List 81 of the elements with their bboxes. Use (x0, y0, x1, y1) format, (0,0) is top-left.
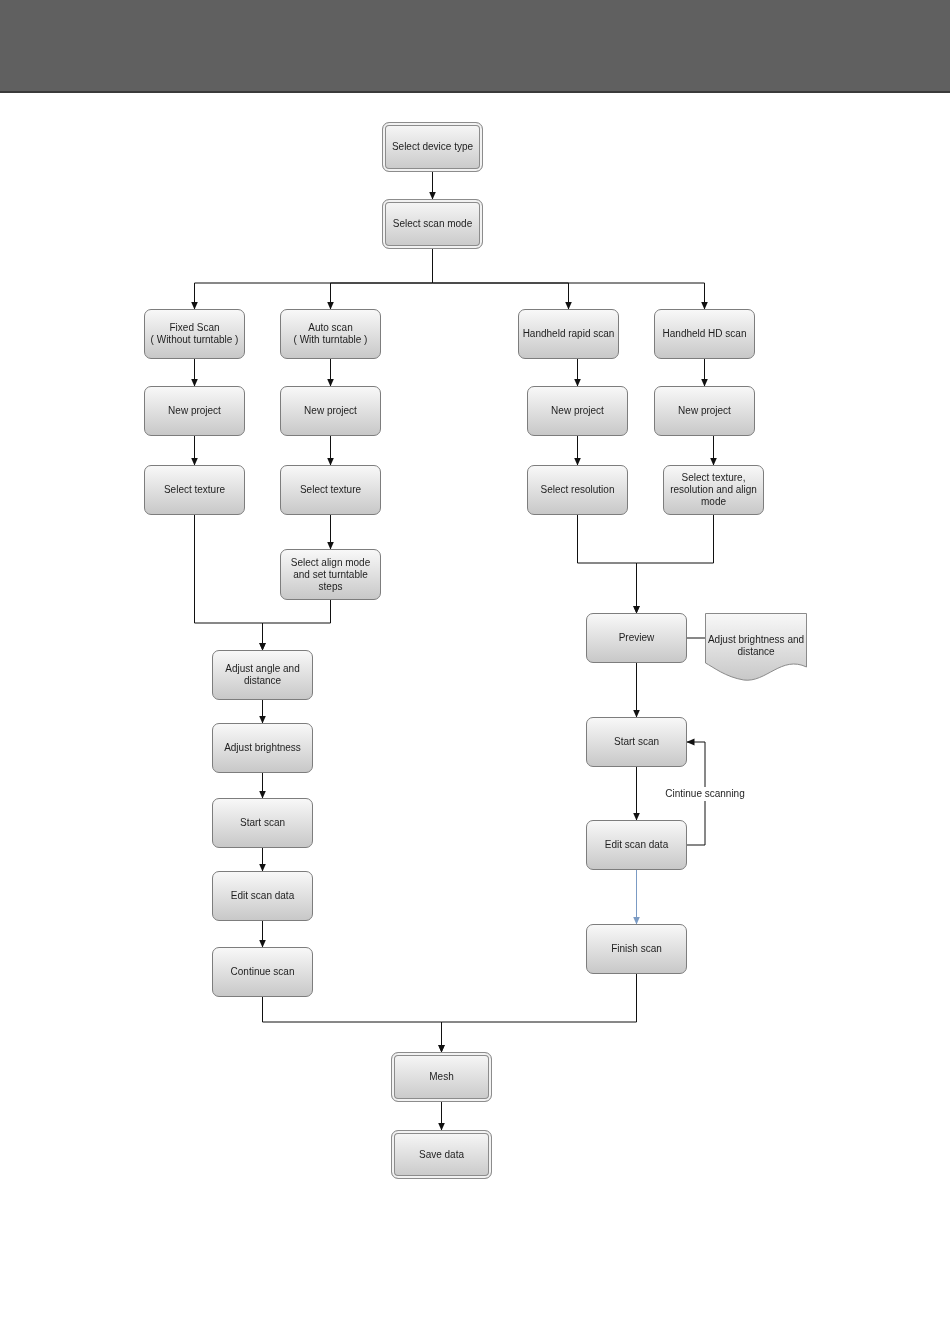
connector-arrow (574, 435, 581, 466)
step-text: Continue scan (230, 966, 295, 978)
process-box (144, 386, 245, 436)
process-box (586, 820, 687, 870)
process-box (586, 924, 687, 974)
step-text: ( With turntable ) (293, 334, 368, 346)
terminal-box (382, 199, 483, 249)
connector-arrow (259, 699, 266, 724)
step-text: New project (551, 405, 604, 417)
step-text: Finish scan (611, 943, 662, 955)
process-box (663, 465, 764, 515)
process-box (212, 947, 313, 997)
step-text: Edit scan data (230, 890, 295, 902)
step-text: Select device type (391, 141, 474, 153)
terminal-box (391, 1052, 492, 1102)
step-text: Auto scan (308, 322, 353, 334)
connector-line (686, 637, 706, 639)
step-text: Adjust angle and distance (224, 663, 301, 687)
step-text: Select texture (299, 484, 362, 496)
step-text: Select align mode and set turntable steps (289, 556, 372, 593)
connector-arrow (191, 435, 198, 466)
connector-arrow (327, 435, 334, 466)
terminal-box (391, 1130, 492, 1179)
process-box (280, 386, 381, 436)
connector-arrow (327, 358, 334, 387)
connector-arrow (701, 358, 708, 387)
process-box (280, 549, 381, 600)
connector-arrow (438, 1101, 445, 1131)
step-text: Start scan (614, 736, 659, 748)
process-box (280, 465, 381, 515)
process-box (280, 309, 381, 359)
process-box (518, 309, 619, 359)
connector-arrow (710, 435, 717, 466)
connector-arrow (438, 973, 637, 1053)
process-box (527, 386, 628, 436)
process-box (586, 717, 687, 767)
connector-arrow (633, 869, 640, 925)
step-text: Adjust brightness (224, 742, 301, 754)
process-box (654, 309, 755, 359)
step-text: Start scan (240, 817, 285, 829)
step-text: Select scan mode (392, 218, 473, 230)
step-text: Handheld rapid scan (522, 328, 615, 340)
step-text: Save data (418, 1148, 464, 1161)
step-text: Select texture, resolution and align mode (669, 472, 758, 508)
step-text: Fixed Scan (169, 322, 220, 334)
step-text: New project (678, 405, 731, 417)
connector-arrow (259, 772, 266, 799)
process-box (586, 613, 687, 663)
document-shape (705, 613, 807, 681)
connector-arrow (633, 662, 640, 718)
step-text: Handheld HD scan (662, 328, 747, 340)
step-text: Mesh (429, 1071, 454, 1083)
process-box (144, 465, 245, 515)
process-box (527, 465, 628, 515)
connector-arrow (633, 766, 640, 821)
step-text: Select texture (163, 484, 226, 496)
process-box (654, 386, 755, 436)
connector-arrow (633, 514, 714, 614)
step-text: Edit scan data (604, 839, 669, 851)
process-box (212, 723, 313, 773)
connector-arrow (259, 920, 266, 948)
process-box (212, 798, 313, 848)
step-text: Preview (618, 632, 655, 644)
connector-arrow (259, 599, 331, 651)
terminal-box (382, 122, 483, 172)
step-text: Select resolution (540, 484, 615, 496)
step-text: ( Without turntable ) (150, 334, 239, 346)
connector-arrow (191, 358, 198, 387)
connector-arrow (327, 514, 334, 550)
connector-arrow (429, 171, 436, 200)
connector-arrow (574, 358, 581, 387)
process-box (212, 650, 313, 700)
connector-arrow (686, 738, 706, 846)
step-text: New project (304, 405, 357, 417)
connector-arrow (259, 847, 266, 872)
edge-label: Cintinue scanning (663, 786, 747, 801)
process-box (144, 309, 245, 359)
step-text: New project (168, 405, 221, 417)
process-box (212, 871, 313, 921)
connector-arrow (432, 248, 708, 310)
note-text: Adjust brightness and distance (706, 634, 806, 658)
